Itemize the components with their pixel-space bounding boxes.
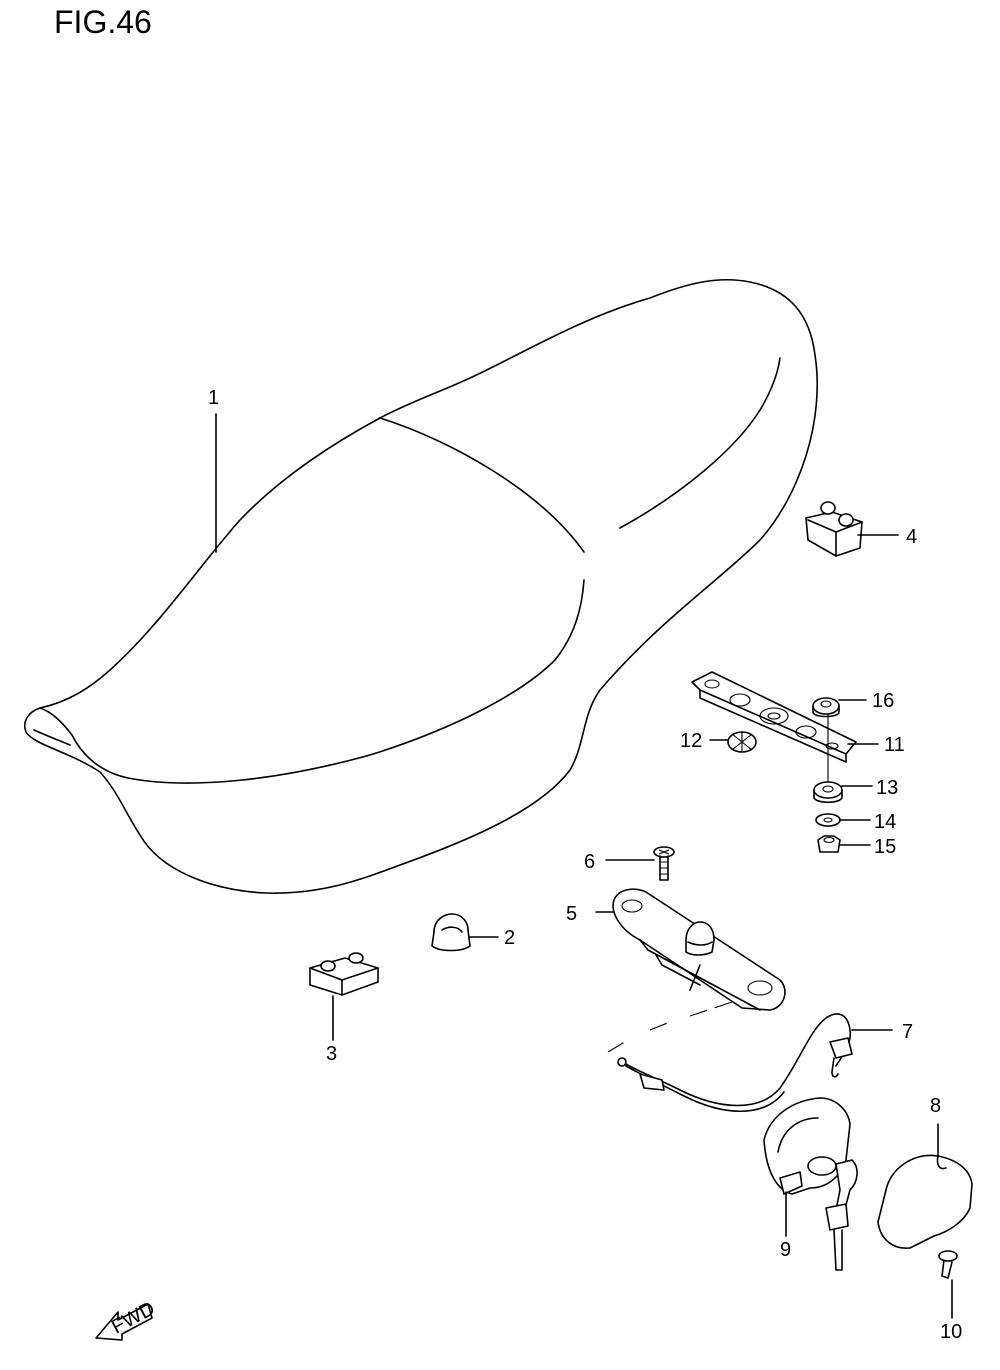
callout-10: 10	[940, 1321, 962, 1343]
callout-6: 6	[584, 851, 595, 873]
forward-arrow-icon: FWD	[95, 1298, 159, 1341]
part-key-lock	[763, 1097, 858, 1271]
part-washer-mid	[813, 781, 843, 804]
callout-12: 12	[680, 730, 702, 752]
part-seat	[24, 278, 818, 894]
part-cable	[607, 999, 853, 1112]
forward-arrow-label: FWD	[108, 1298, 159, 1339]
callout-16: 16	[872, 690, 894, 712]
callout-5: 5	[566, 903, 577, 925]
part-washer-top	[812, 697, 840, 718]
callout-1: 1	[208, 387, 219, 409]
leader-lines	[215, 413, 953, 1319]
callout-2: 2	[504, 927, 515, 949]
callout-8: 8	[930, 1095, 941, 1117]
callout-13: 13	[876, 777, 898, 799]
part-nut	[817, 835, 841, 853]
part-lock-bracket	[612, 888, 786, 1011]
callout-15: 15	[874, 836, 896, 858]
part-grommet	[727, 731, 757, 753]
callout-11: 11	[884, 734, 905, 756]
callout-3: 3	[326, 1043, 337, 1065]
callout-4: 4	[906, 526, 917, 548]
part-plate	[691, 671, 857, 763]
part-block	[309, 952, 379, 996]
callout-7: 7	[902, 1021, 913, 1043]
part-washer-flat	[815, 813, 841, 827]
callout-9: 9	[780, 1239, 791, 1261]
part-block-upper	[805, 501, 863, 557]
part-cover	[877, 1154, 973, 1249]
callout-labels: 1 2 3 4 5 6 7 8 9 10 11 12 13 14 15 16	[208, 387, 962, 1343]
part-screw-small	[938, 1250, 958, 1279]
figure-title: FIG.46	[54, 4, 152, 40]
callout-14: 14	[874, 811, 896, 833]
part-screw	[653, 846, 675, 881]
part-cushion	[431, 913, 471, 952]
